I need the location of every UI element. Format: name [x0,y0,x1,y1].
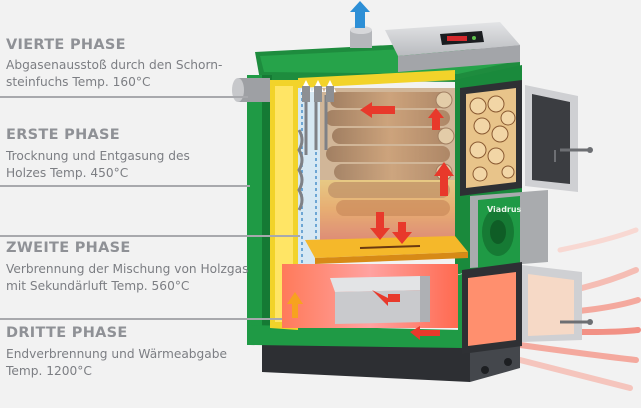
firewood-logs [325,91,455,216]
phase-desc-erste-line2: Holzes Temp. 450°C [6,166,129,180]
exhaust-fan-unit: Viadrus [470,190,548,270]
lower-ash-door [462,262,593,354]
phase-desc-vierte-line1: Abgasenausstoß durch den Schorn- [6,58,223,72]
control-panel [385,22,520,72]
phase-desc-zweite-line2: mit Sekundärluft Temp. 560°C [6,279,190,293]
combustion-chamber [282,264,458,328]
chimney-flue [350,26,372,48]
flow-arrow-down-2 [392,222,412,244]
exhaust-up-arrow [350,1,370,28]
phase-title-erste: ERSTE PHASE [6,127,120,143]
phase-title-zweite: ZWEITE PHASE [6,240,131,256]
flow-arrows [287,1,454,340]
phase-separator-1 [0,96,248,98]
phase-separator-3 [0,235,300,237]
phase-desc-erste-line1: Trocknung und Entgasung des [6,149,190,163]
flue-outlet-pipe [232,78,270,102]
top-fins [302,86,334,102]
phase-separator-4 [0,318,282,320]
flow-arrow-up-mid [434,162,454,196]
phase-desc-zweite-line1: Verbrennung der Mischung von Holzgas [6,262,249,276]
grate-plate [305,236,468,264]
flow-arrow-right-low [372,290,400,306]
phase-title-dritte: DRITTE PHASE [6,325,128,341]
flow-arrow-down-1 [370,212,390,240]
phase-title-vierte: VIERTE PHASE [6,37,126,53]
flow-arrow-left-low [410,326,440,340]
flow-arrow-up-left [287,292,303,318]
flow-arrow-loop-right [428,108,444,130]
phase-desc-dritte-line1: Endverbrennung und Wärmeabgabe [6,347,227,361]
phase-desc-dritte-line2: Temp. 1200°C [6,364,92,378]
flow-arrow-left-top [360,102,395,118]
upper-loading-door [460,80,593,196]
phase-separator-2 [0,185,250,187]
phase-desc-vierte-line2: steinfuchs Temp. 160°C [6,75,151,89]
heat-exchanger-turbulators [297,95,328,211]
brand-label: Viadrus [487,205,522,214]
door-window-logs [469,95,516,182]
